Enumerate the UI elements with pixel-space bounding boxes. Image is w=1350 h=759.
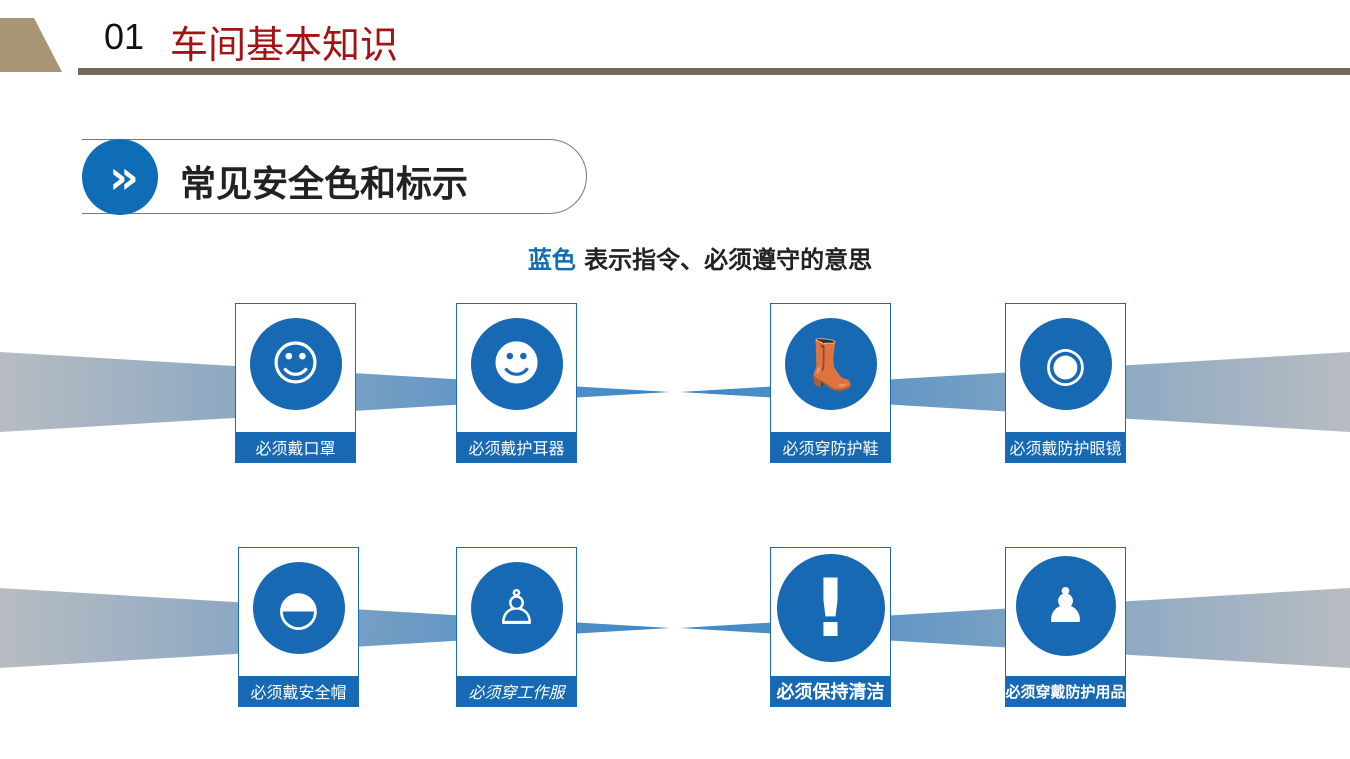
section-pill	[82, 139, 587, 214]
subtitle-highlight: 蓝色	[527, 246, 576, 274]
protective-gear-icon: ♟	[1015, 556, 1116, 656]
header-title: 车间基本知识	[170, 23, 399, 67]
subtitle: 蓝色 表示指令、必须遵守的意思	[0, 240, 1350, 275]
section-title: 常见安全色和标示	[180, 163, 469, 205]
sign-keep-clean: ! 必须保持清洁	[770, 547, 891, 707]
helmet-icon: ◓	[252, 562, 345, 654]
sign-label: 必须戴护耳器	[457, 432, 576, 462]
header-divider	[78, 68, 1350, 75]
work-clothes-icon: ♙	[470, 562, 563, 654]
sign-label: 必须戴安全帽	[239, 676, 358, 706]
sign-work-clothes: ♙ 必须穿工作服	[456, 547, 577, 707]
sign-label: 必须戴口罩	[236, 432, 355, 462]
sign-label: 必须保持清洁	[771, 676, 890, 706]
mask-icon: ☺	[249, 318, 342, 410]
sign-goggles: ◉ 必须戴防护眼镜	[1005, 303, 1126, 463]
ear-protector-icon: ☻	[470, 318, 563, 410]
subtitle-text: 表示指令、必须遵守的意思	[575, 246, 873, 274]
double-chevron-icon: ››	[82, 139, 158, 215]
sign-label: 必须穿工作服	[457, 676, 576, 706]
sign-label: 必须穿防护鞋	[771, 432, 890, 462]
header-number: 01	[104, 16, 145, 57]
exclamation-icon: !	[776, 554, 885, 662]
boot-icon: 👢	[784, 318, 877, 410]
sign-protective-gear: ♟ 必须穿戴防护用品	[1005, 547, 1126, 707]
sign-label: 必须戴防护眼镜	[1006, 432, 1125, 462]
sign-ear-protector: ☻ 必须戴护耳器	[456, 303, 577, 463]
goggles-icon: ◉	[1019, 318, 1112, 410]
sign-mask: ☺ 必须戴口罩	[235, 303, 356, 463]
sign-boot: 👢 必须穿防护鞋	[770, 303, 891, 463]
sign-label: 必须穿戴防护用品	[1006, 676, 1126, 706]
sign-helmet: ◓ 必须戴安全帽	[238, 547, 359, 707]
